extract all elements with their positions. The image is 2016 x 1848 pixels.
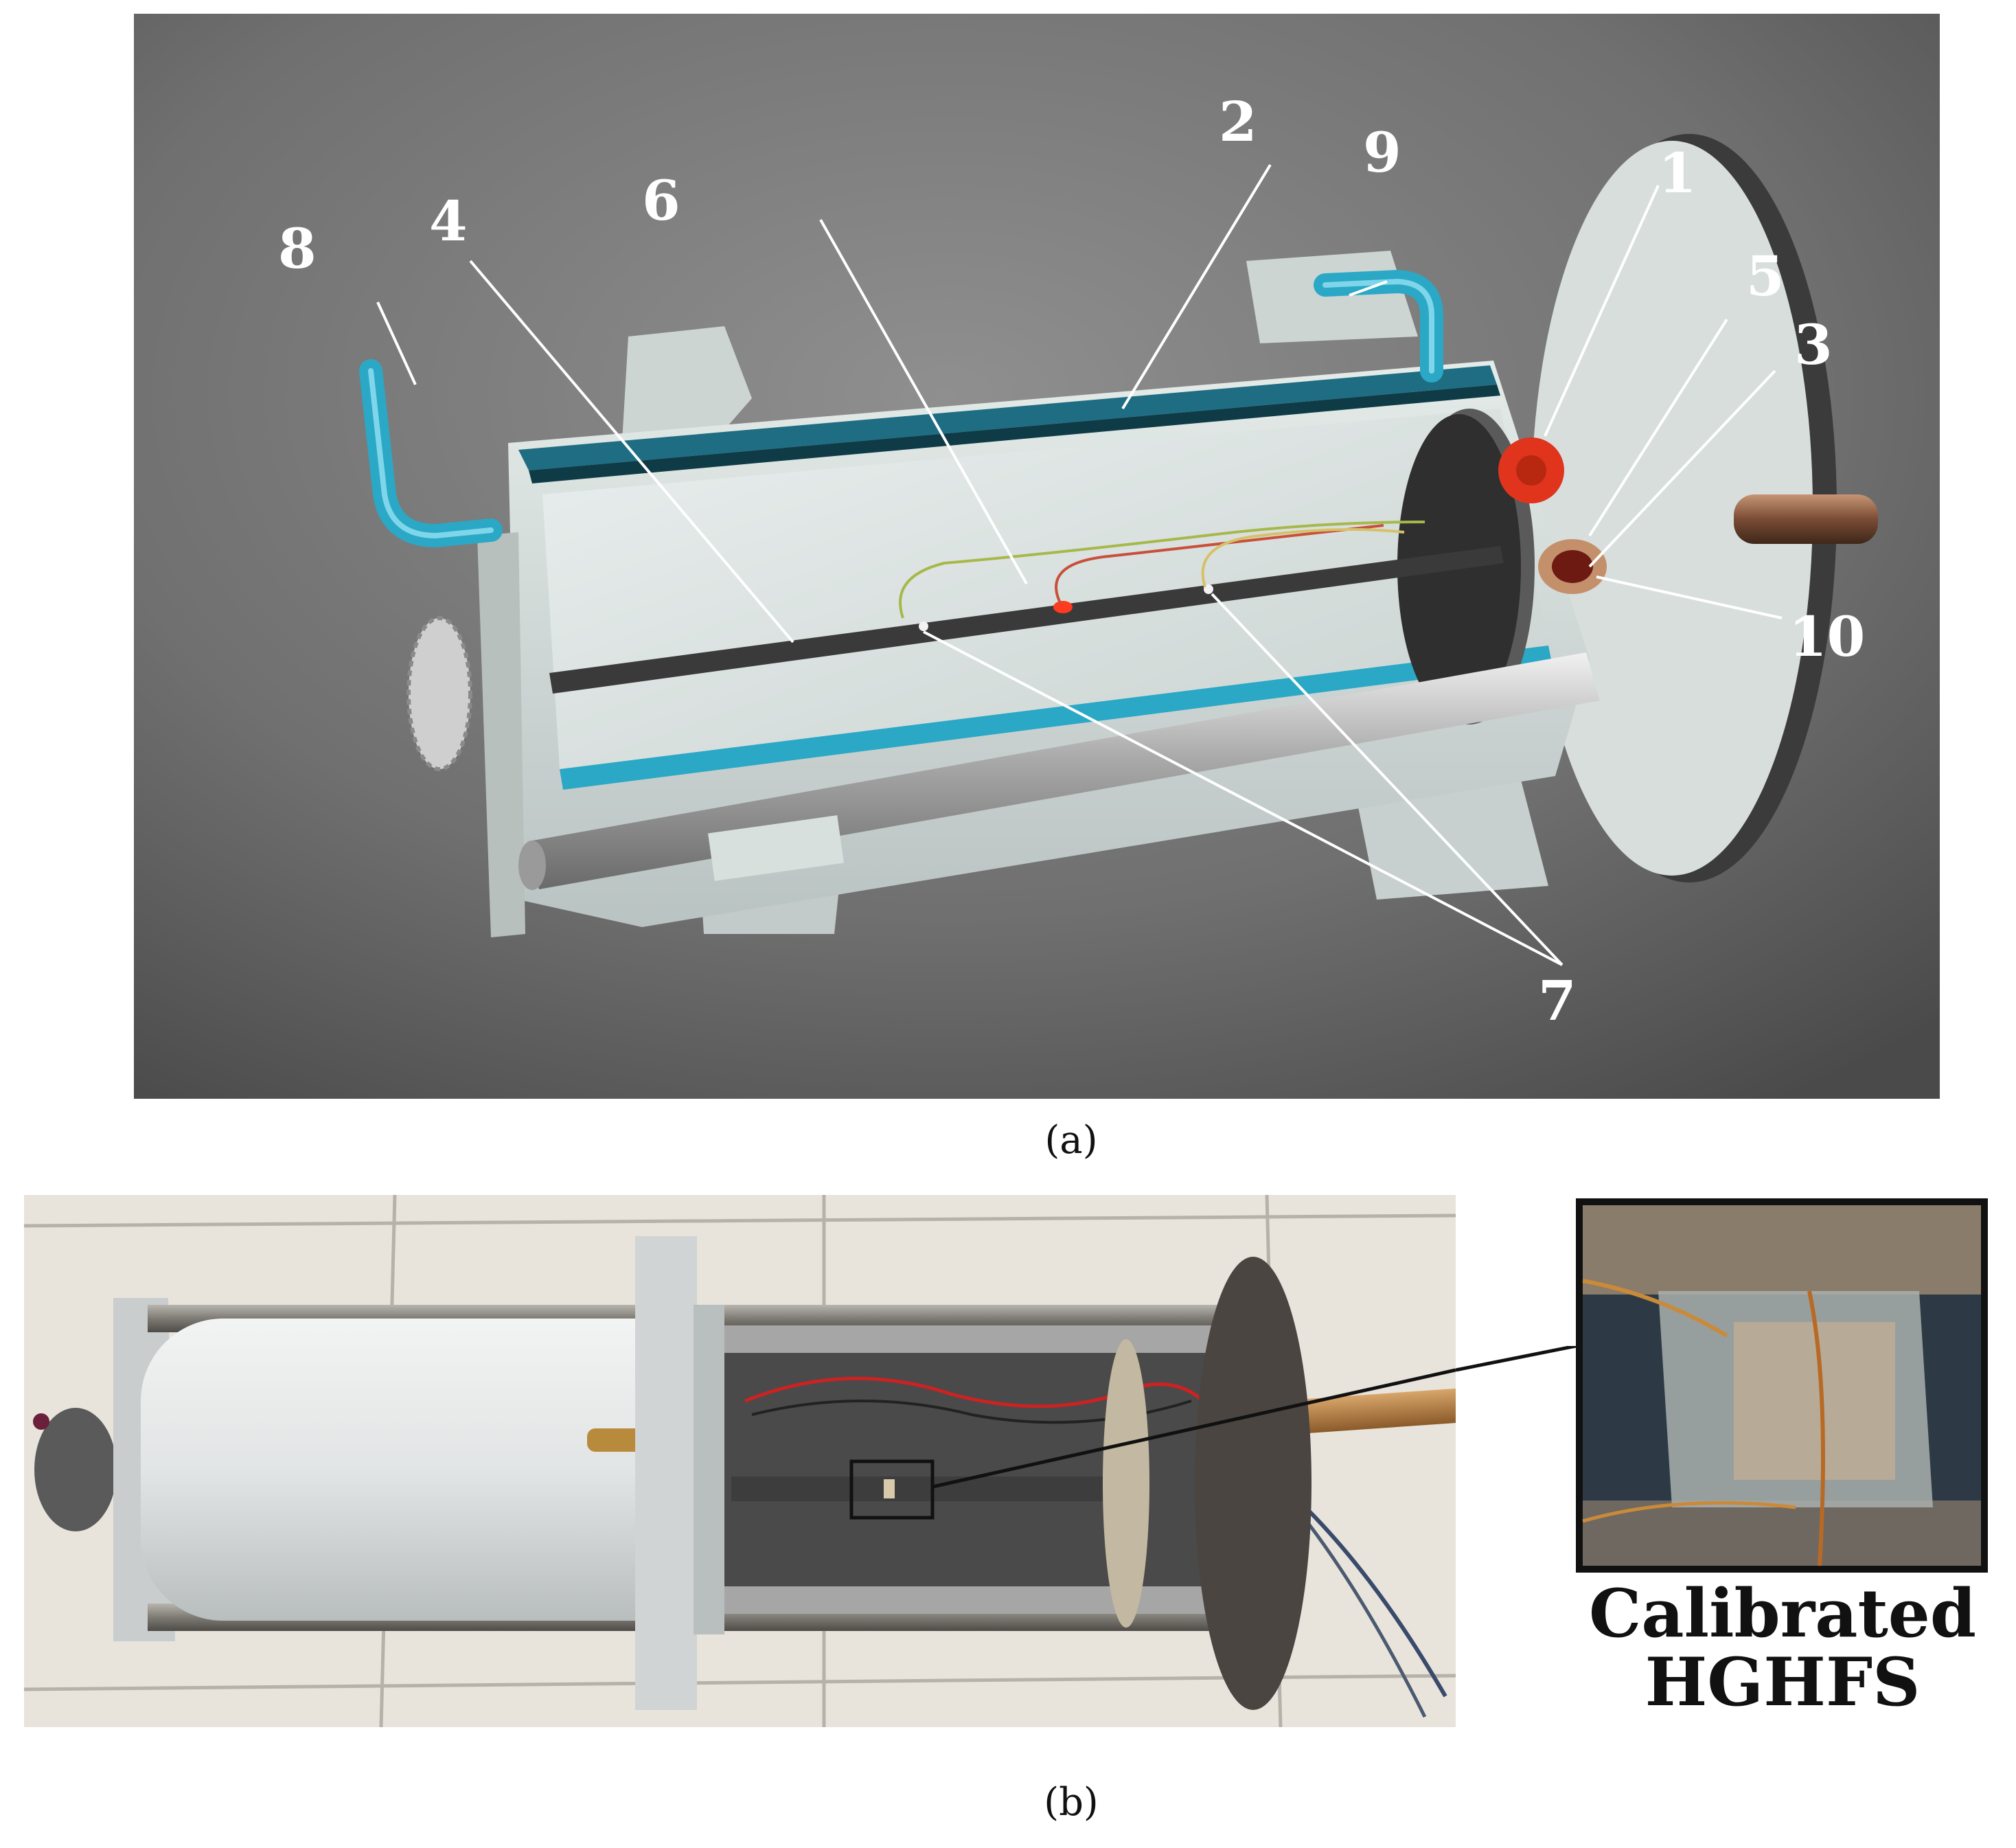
tie-bar-clamp bbox=[708, 815, 844, 881]
inset-sensor-chip bbox=[1734, 1322, 1895, 1480]
caption-b: (b) bbox=[1044, 1780, 1099, 1825]
heater-rod bbox=[549, 546, 1504, 694]
label-7: 7 bbox=[1538, 968, 1577, 1033]
label-1: 1 bbox=[1658, 141, 1697, 205]
coolant-jacket-top bbox=[518, 365, 1497, 470]
callout-line-1: Calibrated bbox=[1589, 1575, 1976, 1652]
wire-bundle-icon bbox=[899, 521, 1425, 619]
inner-disc-photo bbox=[1103, 1339, 1149, 1628]
panel-a-render: 8 4 6 2 9 1 5 3 10 7 bbox=[134, 14, 1940, 1099]
sensor-highlight-box bbox=[849, 1459, 935, 1520]
leader-lines bbox=[376, 163, 1783, 966]
label-2: 2 bbox=[1219, 89, 1257, 154]
label-6: 6 bbox=[642, 168, 680, 233]
copper-pipe bbox=[1286, 1387, 1456, 1435]
top-support-left bbox=[621, 326, 752, 453]
top-support-right bbox=[1246, 251, 1418, 343]
inner-cavity bbox=[542, 409, 1548, 769]
label-10: 10 bbox=[1789, 604, 1865, 669]
callout-line-2: HGHFS bbox=[1645, 1643, 1921, 1721]
left-knob bbox=[34, 1408, 117, 1531]
panel-b-photo bbox=[24, 1195, 1456, 1727]
inset-wire-right bbox=[1807, 1290, 1825, 1566]
hghfs-sensor bbox=[1053, 601, 1073, 613]
label-9: 9 bbox=[1363, 120, 1401, 185]
sensor-inset bbox=[1576, 1198, 1988, 1573]
cylinder-body bbox=[141, 1319, 724, 1621]
inset-wire-left bbox=[1582, 1279, 1728, 1338]
label-8: 8 bbox=[278, 216, 317, 281]
coolant-jacket-bottom bbox=[560, 646, 1552, 790]
rear-flange-photo bbox=[1195, 1257, 1311, 1710]
caption-a: (a) bbox=[1044, 1118, 1098, 1163]
inset-leader bbox=[932, 1368, 1456, 1489]
label-5: 5 bbox=[1746, 244, 1785, 308]
thermocouple-point-1 bbox=[919, 621, 928, 631]
front-clamp-plate bbox=[477, 532, 525, 937]
label-3: 3 bbox=[1794, 312, 1833, 377]
heater-wires bbox=[744, 1376, 1221, 1423]
label-4: 4 bbox=[429, 189, 468, 253]
hghfs-on-rod bbox=[884, 1479, 895, 1498]
heater-rod-photo bbox=[731, 1476, 1116, 1501]
copper-outlet-pipe bbox=[1734, 494, 1878, 544]
front-flange-block bbox=[635, 1236, 697, 1710]
inset-leader-tail bbox=[1456, 1346, 1577, 1372]
gear-knob-icon bbox=[406, 616, 472, 771]
